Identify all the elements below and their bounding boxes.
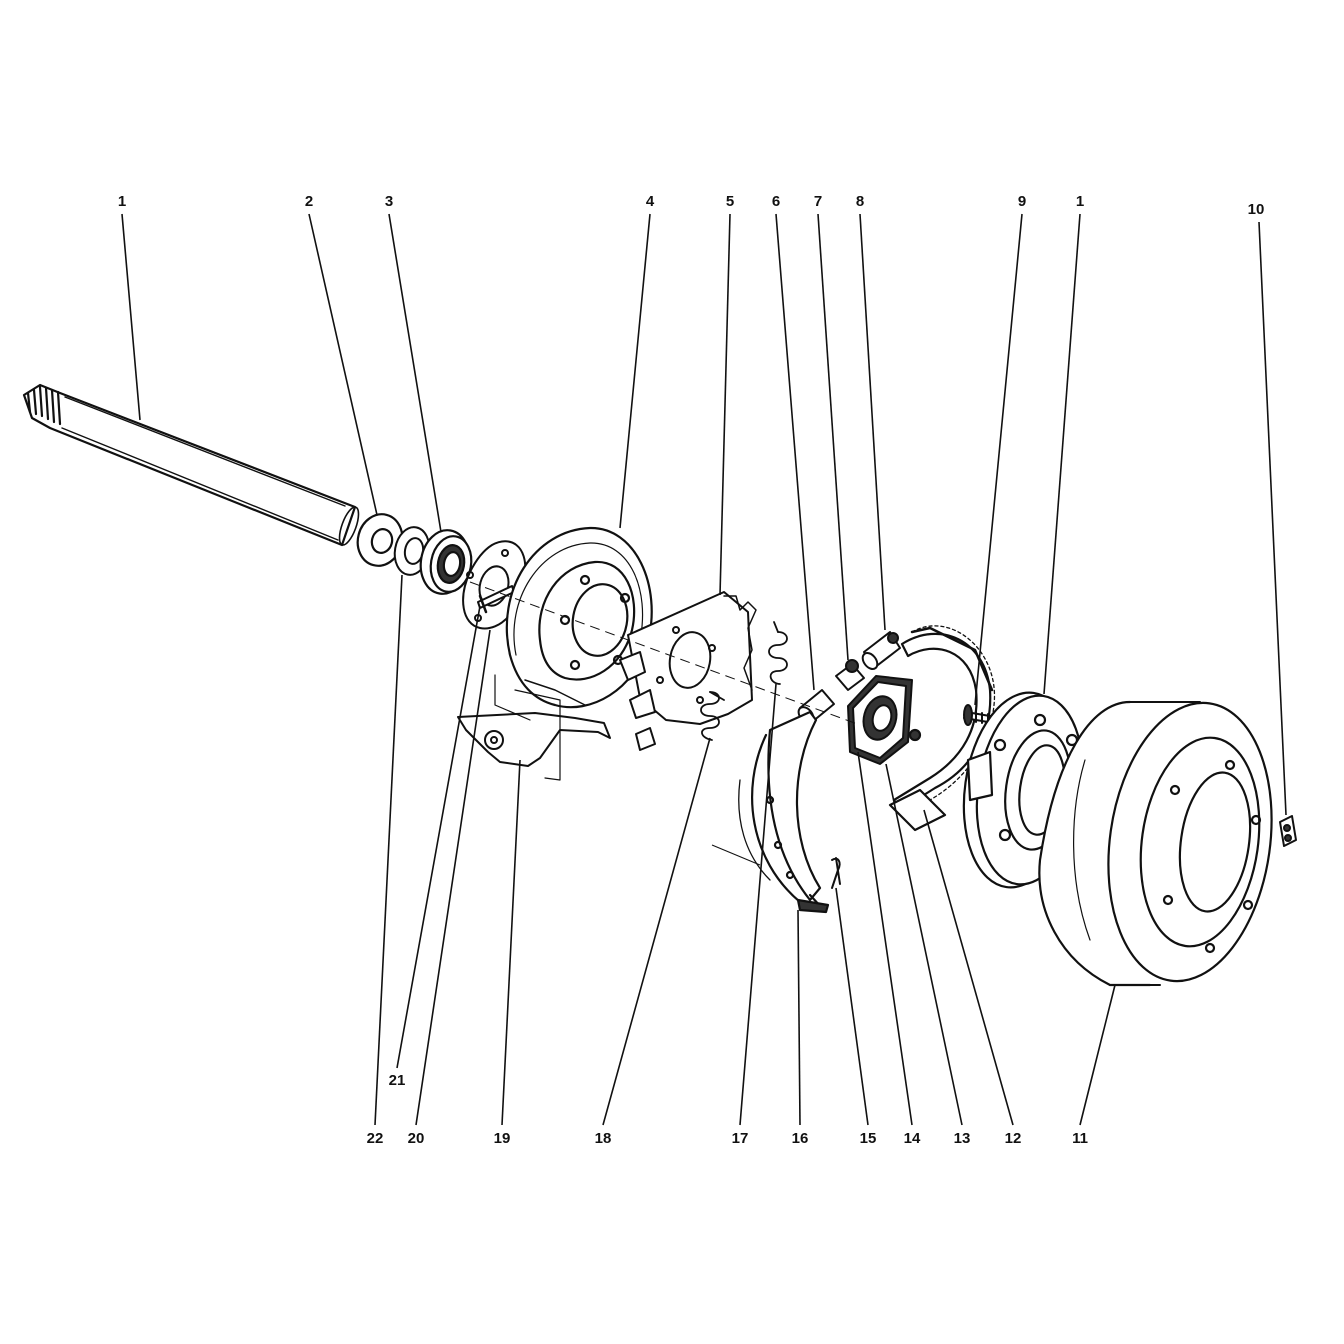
callout-label: 1 — [118, 193, 126, 210]
return-spring-icon — [768, 621, 788, 685]
retainer-plate-icon — [847, 675, 913, 765]
brake-backing-plate-icon — [505, 526, 653, 709]
callout-label: 21 — [389, 1072, 406, 1089]
axle-shaft-icon — [22, 383, 360, 547]
shoe-anchor-plate-icon — [619, 591, 757, 751]
callout-label: 18 — [595, 1130, 612, 1147]
wheel-cylinder-icon — [861, 631, 901, 670]
callout-label: 9 — [1018, 193, 1026, 210]
callout-label: 16 — [792, 1130, 809, 1147]
leader-lines — [121, 213, 1287, 1126]
brake-shoe-icon — [888, 625, 996, 832]
cotter-pin-icon — [831, 857, 841, 889]
callout-label: 19 — [494, 1130, 511, 1147]
assembly-centerline — [469, 581, 861, 866]
nut-icon — [1279, 815, 1297, 847]
callouts-bottom: 22 21 20 19 18 17 16 15 14 13 12 11 — [367, 1072, 1088, 1147]
callout-label: 7 — [814, 193, 822, 210]
adjuster-icon — [835, 659, 865, 691]
callout-label: 6 — [772, 193, 780, 210]
callout-label: 22 — [367, 1130, 384, 1147]
callout-label: 10 — [1248, 201, 1265, 218]
callout-label: 17 — [732, 1130, 749, 1147]
callout-label: 5 — [726, 193, 734, 210]
brake-shoe-icon — [738, 710, 830, 914]
callout-label: 3 — [385, 193, 393, 210]
callout-label: 15 — [860, 1130, 877, 1147]
callouts-top: 1 2 3 4 5 6 7 8 9 1 10 — [118, 193, 1265, 218]
callout-label: 13 — [954, 1130, 971, 1147]
callout-label: 8 — [856, 193, 864, 210]
callout-label: 2 — [305, 193, 313, 210]
callout-label: 20 — [408, 1130, 425, 1147]
return-spring-icon — [700, 691, 725, 741]
parking-lever-icon — [457, 674, 611, 781]
callout-label: 11 — [1072, 1130, 1088, 1147]
callout-label: 14 — [904, 1130, 921, 1147]
callout-label: 4 — [646, 193, 655, 210]
callout-label: 12 — [1005, 1130, 1022, 1147]
brake-drum-icon — [1038, 700, 1273, 987]
bearing-icon — [419, 529, 473, 595]
callout-label: 1 — [1076, 193, 1084, 210]
